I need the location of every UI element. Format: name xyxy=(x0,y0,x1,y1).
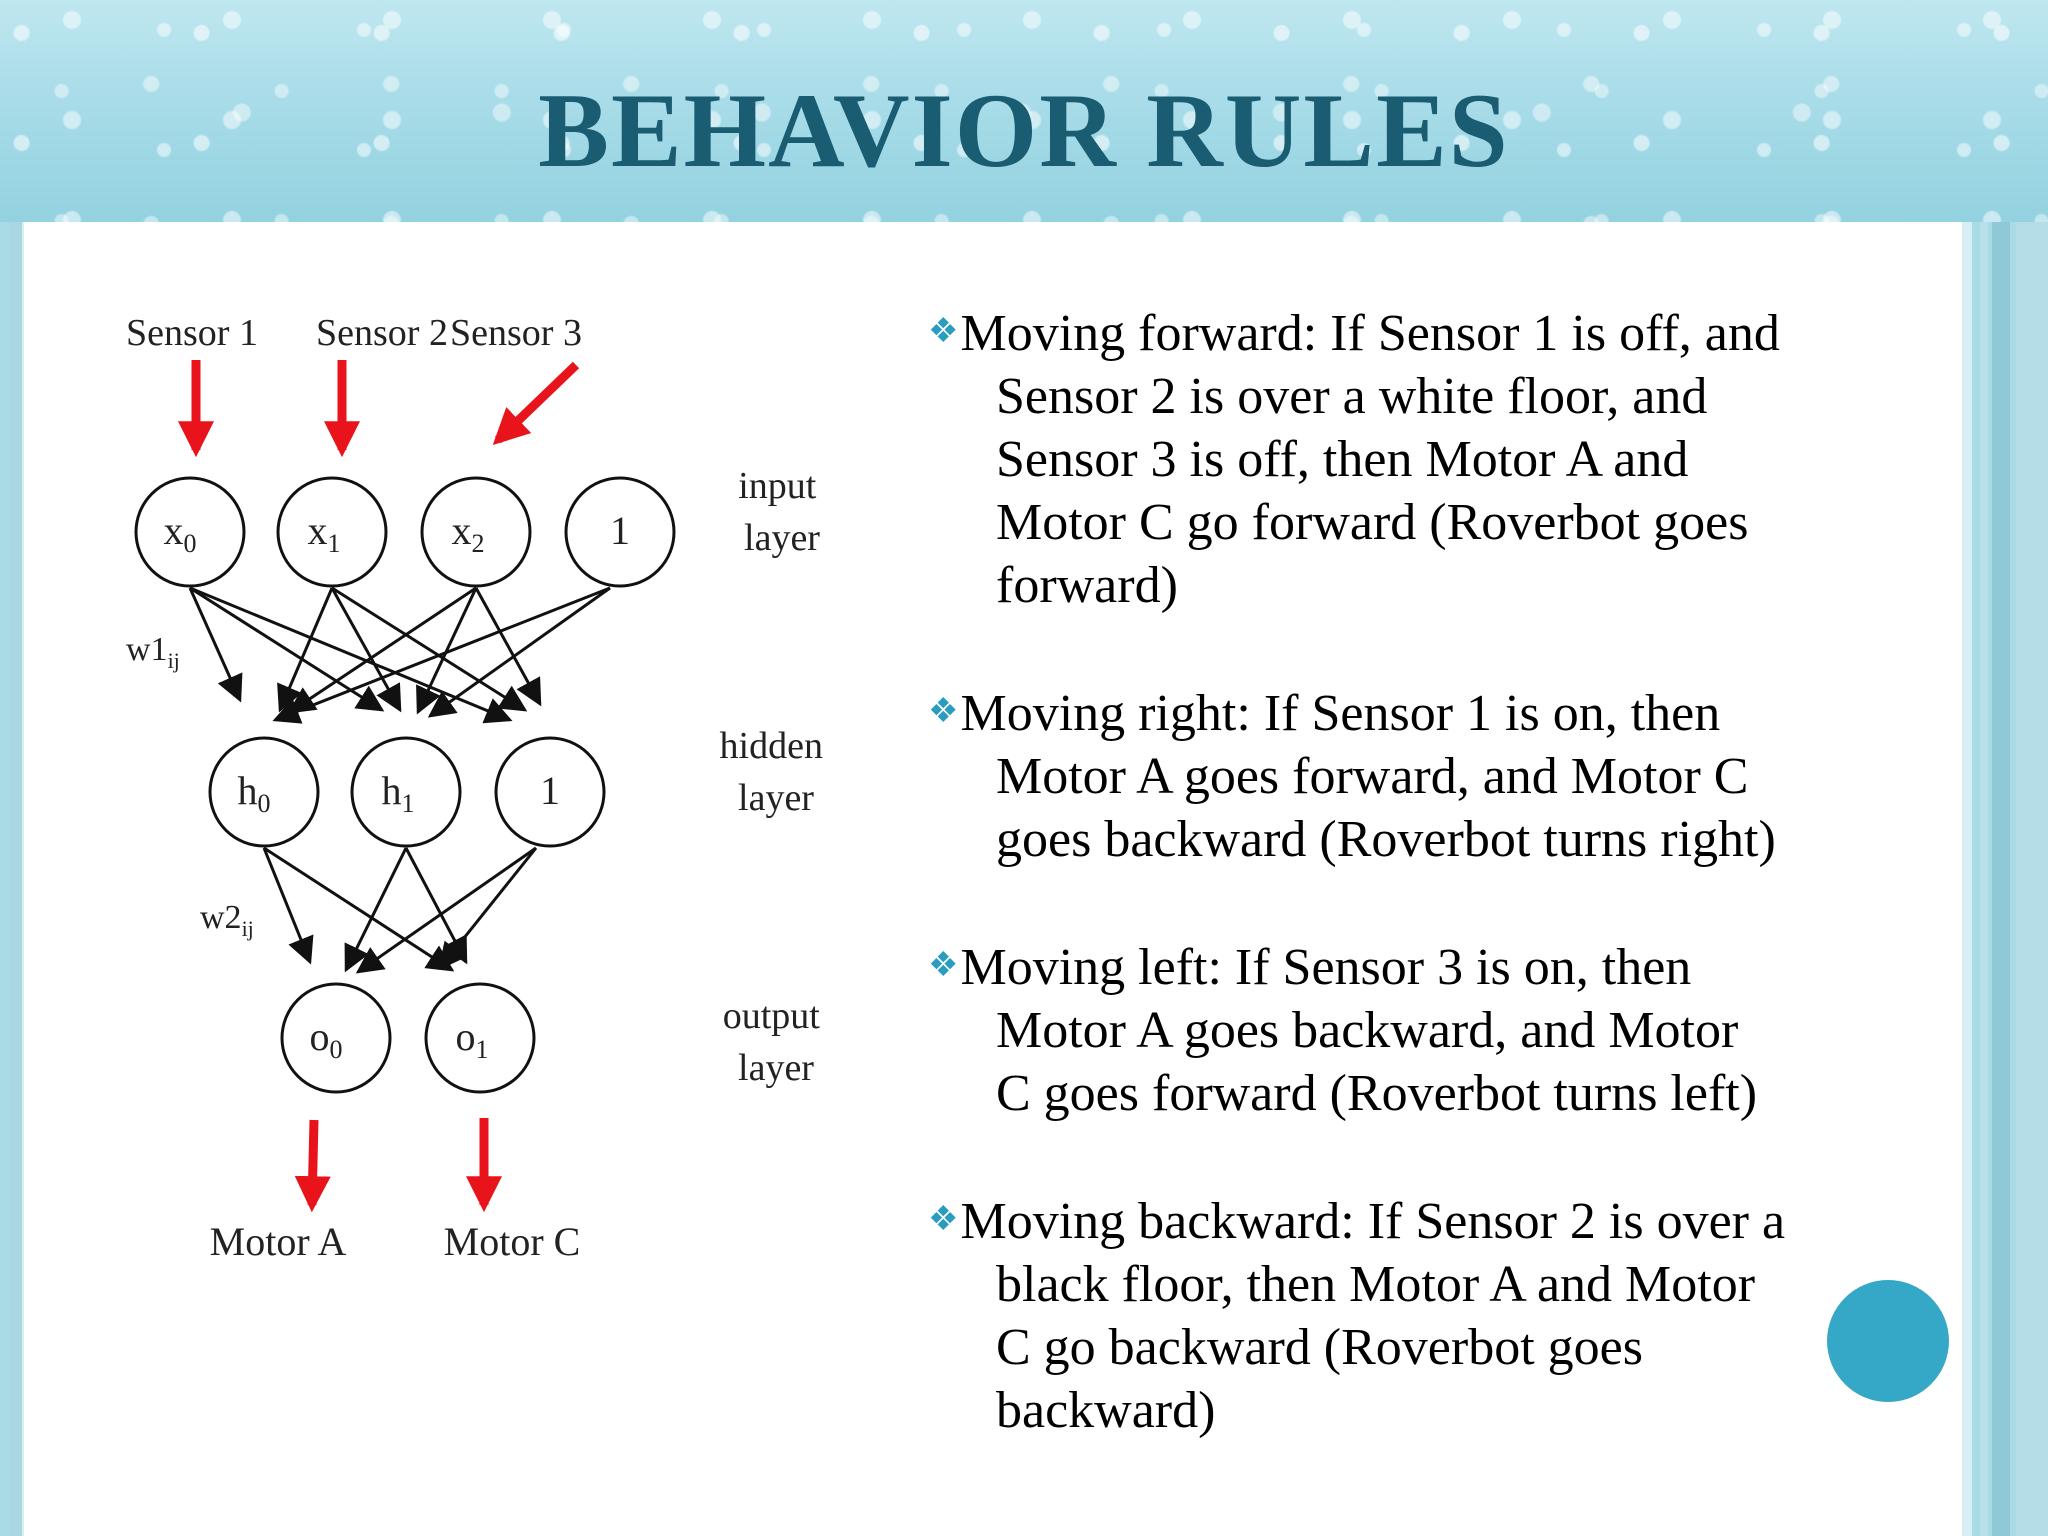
diamond-bullet-icon: ❖ xyxy=(928,693,959,730)
slide-title: BEHAVIOR RULES xyxy=(538,72,1510,189)
behavior-rules-list: ❖Moving forward: If Sensor 1 is off, and… xyxy=(928,300,1928,1505)
diamond-bullet-icon: ❖ xyxy=(928,1201,959,1238)
diamond-bullet-icon: ❖ xyxy=(928,313,959,350)
output-layer-label: output layer xyxy=(723,995,830,1089)
svg-text:x1: x1 xyxy=(308,508,341,558)
left-border-strip xyxy=(10,222,24,1536)
right-border-strips xyxy=(1962,222,2048,1536)
weights-1-label: w1ij xyxy=(126,631,180,673)
hidden-node-bias: 1 xyxy=(494,736,606,848)
neural-network-diagram: Sensor 1 Sensor 2 Sensor 3 x0 x1 xyxy=(126,312,833,1264)
sensor-1-label: Sensor 1 xyxy=(126,312,258,354)
sensor-3-label: Sensor 3 xyxy=(450,312,582,354)
hidden-layer-label: hidden layer xyxy=(720,725,833,819)
hidden-node-h1: h1 xyxy=(350,736,462,848)
input-node-x1: x1 xyxy=(276,476,388,588)
input-node-x0: x0 xyxy=(134,476,246,588)
sensor-3-arrow xyxy=(492,361,580,445)
decorative-circle xyxy=(1827,1280,1949,1402)
slide-header: BEHAVIOR RULES xyxy=(0,0,2048,222)
weights-2-label: w2ij xyxy=(200,899,254,941)
hidden-output-connections xyxy=(262,846,538,974)
svg-text:h0: h0 xyxy=(238,768,271,818)
input-hidden-connections xyxy=(188,586,611,724)
svg-text:1: 1 xyxy=(540,768,560,813)
hidden-node-h0: h0 xyxy=(208,736,320,848)
motor-a-arrow xyxy=(294,1119,331,1213)
svg-text:1: 1 xyxy=(610,508,630,553)
svg-text:h1: h1 xyxy=(382,768,415,818)
rule-moving-forward: ❖Moving forward: If Sensor 1 is off, and… xyxy=(928,305,1780,614)
svg-text:o1: o1 xyxy=(456,1014,489,1064)
input-node-bias: 1 xyxy=(564,476,676,588)
output-node-o0: o0 xyxy=(280,982,392,1094)
motor-c-label: Motor C xyxy=(444,1219,581,1264)
svg-text:o0: o0 xyxy=(310,1014,343,1064)
sensor-2-label: Sensor 2 xyxy=(316,312,448,354)
svg-text:x2: x2 xyxy=(452,508,485,558)
output-node-o1: o1 xyxy=(424,982,536,1094)
input-layer-label: input layer xyxy=(738,465,826,559)
motor-a-label: Motor A xyxy=(210,1219,347,1264)
svg-text:x0: x0 xyxy=(164,508,197,558)
diamond-bullet-icon: ❖ xyxy=(928,947,959,984)
input-node-x2: x2 xyxy=(420,476,532,588)
